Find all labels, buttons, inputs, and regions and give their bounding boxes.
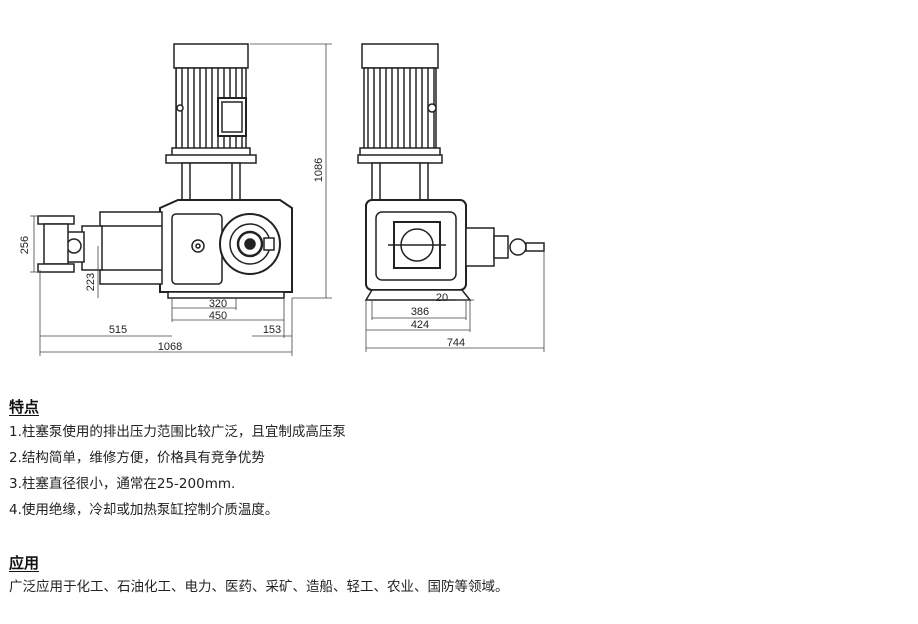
feature-item: 4.使用绝缘，冷却或加热泵缸控制介质温度。: [9, 502, 279, 518]
dim-foot-spacing: 386: [411, 306, 429, 318]
pump-dimension-drawing: 1086 256 223 320 450 153 515 1068 20 386…: [19, 43, 545, 356]
dim-base-length: 450: [209, 310, 227, 322]
dim-bolt-offset: 20: [436, 292, 448, 304]
dim-shaft-height: 223: [85, 273, 97, 291]
application-text: 广泛应用于化工、石油化工、电力、医药、采矿、造船、轻工、农业、国防等领域。: [9, 579, 509, 595]
dim-foot-width: 424: [411, 319, 429, 331]
pump-side-view: [357, 43, 545, 301]
features-title: 特点: [9, 398, 40, 416]
dimension-lines: [30, 43, 545, 356]
dim-height-total: 1086: [313, 158, 325, 182]
feature-item: 2.结构简单，维修方便，价格具有竞争优势: [9, 450, 265, 466]
dim-base-offset: 153: [263, 324, 281, 336]
feature-item: 1.柱塞泵使用的排出压力范围比较广泛，且宜制成高压泵: [9, 424, 346, 440]
features-list: 1.柱塞泵使用的排出压力范围比较广泛，且宜制成高压泵 2.结构简单，维修方便，价…: [9, 419, 346, 523]
dim-length-total: 1068: [158, 341, 182, 353]
dim-inlet-offset: 515: [109, 324, 127, 336]
dim-width-total: 744: [447, 337, 465, 349]
pump-front-view: [37, 43, 293, 299]
dim-inlet-height: 256: [19, 236, 31, 254]
dim-base-width: 320: [209, 298, 227, 310]
feature-item: 3.柱塞直径很小，通常在25-200mm.: [9, 476, 236, 492]
application-title: 应用: [9, 554, 40, 572]
